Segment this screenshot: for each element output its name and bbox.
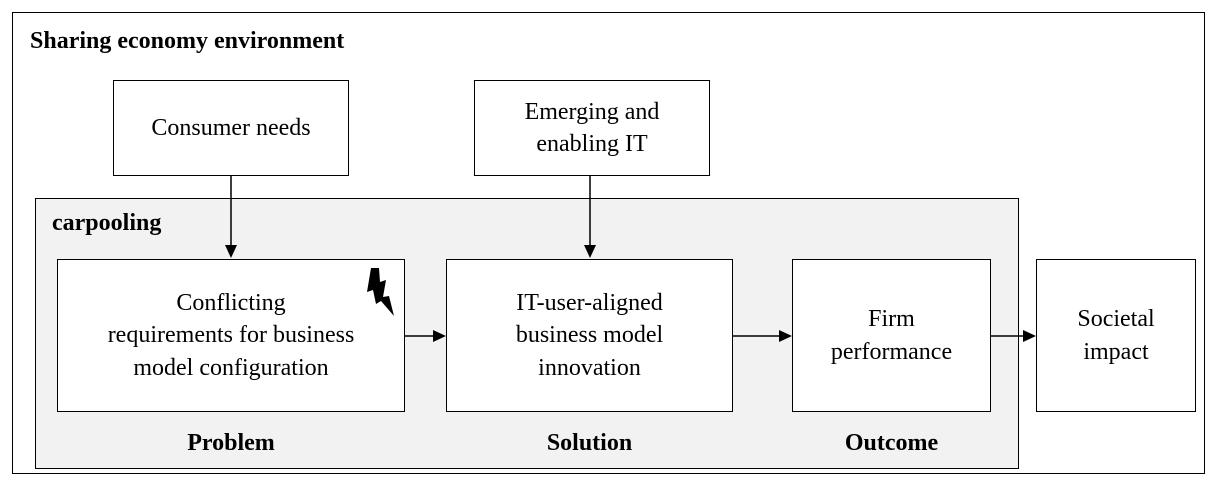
solution-phase-label: Solution bbox=[546, 430, 633, 456]
problem-box-line-2: requirements for business bbox=[107, 322, 355, 349]
environment-title: Sharing economy environment bbox=[30, 28, 345, 54]
consumer-needs-label: Consumer needs bbox=[151, 114, 311, 141]
societal-impact-box: Societal impact bbox=[1036, 259, 1196, 412]
solution-box-line-2: business model bbox=[515, 322, 664, 349]
emerging-it-label-line-2: enabling IT bbox=[536, 131, 648, 157]
problem-box-line-1: Conflicting bbox=[176, 289, 286, 316]
outcome-box: Firm performance bbox=[792, 259, 991, 412]
societal-impact-line-2: impact bbox=[1083, 338, 1149, 365]
carpooling-title: carpooling bbox=[52, 210, 162, 236]
problem-box: Conflicting requirements for business mo… bbox=[57, 259, 405, 412]
problem-box-line-3: model configuration bbox=[133, 354, 329, 381]
outcome-phase-label: Outcome bbox=[844, 430, 939, 456]
consumer-needs-box: Consumer needs bbox=[113, 80, 349, 176]
problem-phase-label: Problem bbox=[187, 430, 275, 456]
emerging-it-label-line-1: Emerging and bbox=[524, 98, 660, 125]
solution-box-line-3: innovation bbox=[538, 354, 641, 381]
solution-box-line-1: IT-user-aligned bbox=[516, 289, 663, 316]
societal-impact-line-1: Societal bbox=[1077, 306, 1155, 333]
solution-box: IT-user-aligned business model innovatio… bbox=[446, 259, 733, 412]
emerging-it-box: Emerging and enabling IT bbox=[474, 80, 710, 176]
outcome-box-line-2: performance bbox=[830, 338, 953, 365]
outcome-box-line-1: Firm bbox=[868, 306, 915, 333]
